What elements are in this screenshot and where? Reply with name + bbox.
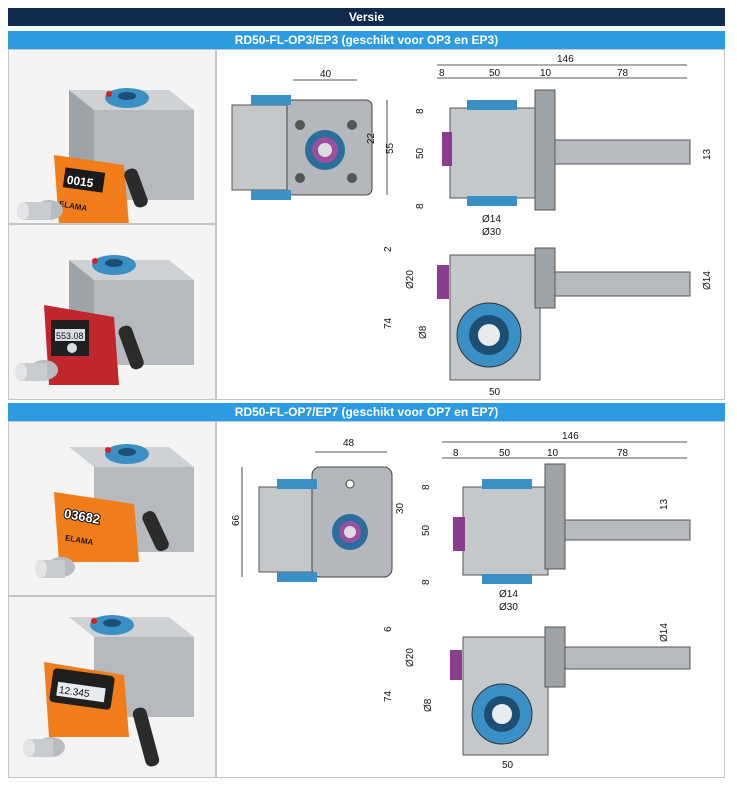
dim-side-d20: Ø20 — [405, 648, 416, 667]
dim-top-h2: 50 — [421, 524, 432, 536]
dim-top-h1: 8 — [421, 484, 432, 490]
technical-drawing-op7: 48 66 30 146 8 50 10 78 8 50 8 13 Ø14 Ø3… — [216, 421, 725, 778]
dim-side-height: 74 — [383, 317, 394, 329]
dim-side-top: 6 — [383, 626, 394, 632]
dim-top-b: 50 — [489, 68, 501, 79]
dim-top-h2: 50 — [415, 147, 426, 159]
counter-display: 12.345 — [58, 685, 90, 700]
dim-top-c: 10 — [540, 68, 552, 79]
dim-total-length: 146 — [557, 54, 574, 65]
dim-shaft: 13 — [702, 148, 713, 160]
dim-shaft: 13 — [659, 498, 670, 510]
dim-front-width: 40 — [320, 69, 332, 80]
dim-side-d8: Ø8 — [423, 698, 434, 712]
table-header: Versie — [8, 8, 725, 26]
dim-top-b: 50 — [499, 448, 511, 459]
counter-display: 0015 — [66, 173, 95, 191]
dim-front-width: 48 — [343, 438, 355, 449]
dim-top-d: 78 — [617, 448, 629, 459]
dim-front-height: 66 — [231, 514, 242, 526]
dim-bore: Ø14 — [499, 589, 518, 600]
technical-drawing-op3: 40 55 22 146 8 50 10 78 8 50 8 13 Ø14 Ø3… — [216, 49, 725, 400]
dim-side-shaft: Ø14 — [702, 271, 713, 290]
dim-front-offset: 30 — [395, 502, 406, 514]
dim-total-length: 146 — [562, 431, 579, 442]
section-title-op3: RD50-FL-OP3/EP3 (geschikt voor OP3 en EP… — [8, 31, 725, 49]
product-photo-op7-digital: 12.345 — [8, 596, 216, 778]
dim-top-a: 8 — [453, 448, 459, 459]
dim-side-d8: Ø8 — [418, 325, 429, 339]
dim-bore: Ø14 — [482, 214, 501, 225]
dim-side-shaft: Ø14 — [659, 623, 670, 642]
section-title-op7: RD50-FL-OP7/EP7 (geschikt voor OP7 en EP… — [8, 403, 725, 421]
dim-top-d: 78 — [617, 68, 629, 79]
dim-top-h3: 8 — [421, 579, 432, 585]
dim-top-c: 10 — [547, 448, 559, 459]
product-photo-op3-orange: 0015 ELAMA — [8, 49, 216, 224]
dim-outer: Ø30 — [482, 227, 501, 238]
product-photo-op7-orange: 03682 ELAMA — [8, 421, 216, 596]
counter-display: 553.08 — [56, 331, 84, 341]
dim-top-h3: 8 — [415, 203, 426, 209]
dim-outer: Ø30 — [499, 602, 518, 613]
dim-side-height: 74 — [383, 690, 394, 702]
counter-display: 03682 — [63, 506, 101, 527]
dim-side-width: 50 — [502, 760, 514, 771]
dim-top-a: 8 — [439, 68, 445, 79]
product-photo-op3-red: 553.08 — [8, 224, 216, 400]
dim-top-h1: 8 — [415, 108, 426, 114]
dim-side-width: 50 — [489, 387, 501, 398]
dim-side-d20: Ø20 — [405, 270, 416, 289]
dim-front-height: 55 — [385, 142, 396, 154]
dim-front-offset: 22 — [366, 132, 377, 144]
dim-side-top: 2 — [383, 246, 394, 252]
